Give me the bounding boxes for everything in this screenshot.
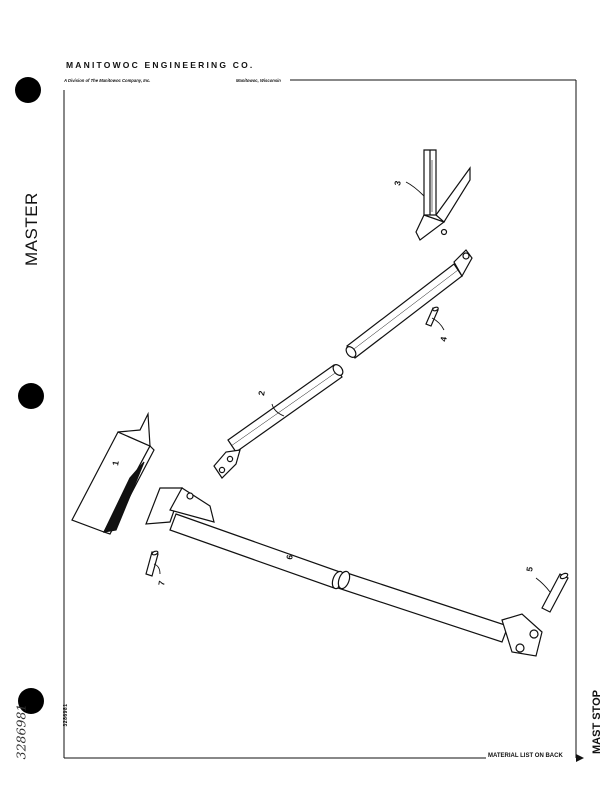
callout-6: 6 [284,554,295,561]
punch-hole-middle [18,383,44,409]
punch-hole-top [15,77,41,103]
callout-7: 7 [156,580,167,587]
leader-lines [153,181,551,593]
company-location: Manitowoc, Wisconsin [236,78,281,83]
frame-arrow [576,754,584,762]
part-4-pin [425,306,439,327]
drawing-frame [63,79,577,759]
company-subtitle: A Division of The Manitowoc Company, Inc… [64,78,151,83]
part-2-brace [213,249,473,479]
part-5-pin [541,572,569,613]
company-name: MANITOWOC ENGINEERING CO. [66,60,255,70]
callout-4: 4 [438,336,449,343]
callout-1: 1 [110,460,121,467]
part-7-pin [145,550,159,577]
callout-3: 3 [392,180,403,187]
callout-2: 2 [256,390,267,397]
part-3-angle-plate [415,149,471,241]
material-list-note: MATERIAL LIST ON BACK [488,753,563,759]
punch-hole-bottom [18,688,44,714]
callout-5: 5 [524,566,535,573]
part-1-channel [71,411,155,535]
part-6-strut [145,487,543,657]
